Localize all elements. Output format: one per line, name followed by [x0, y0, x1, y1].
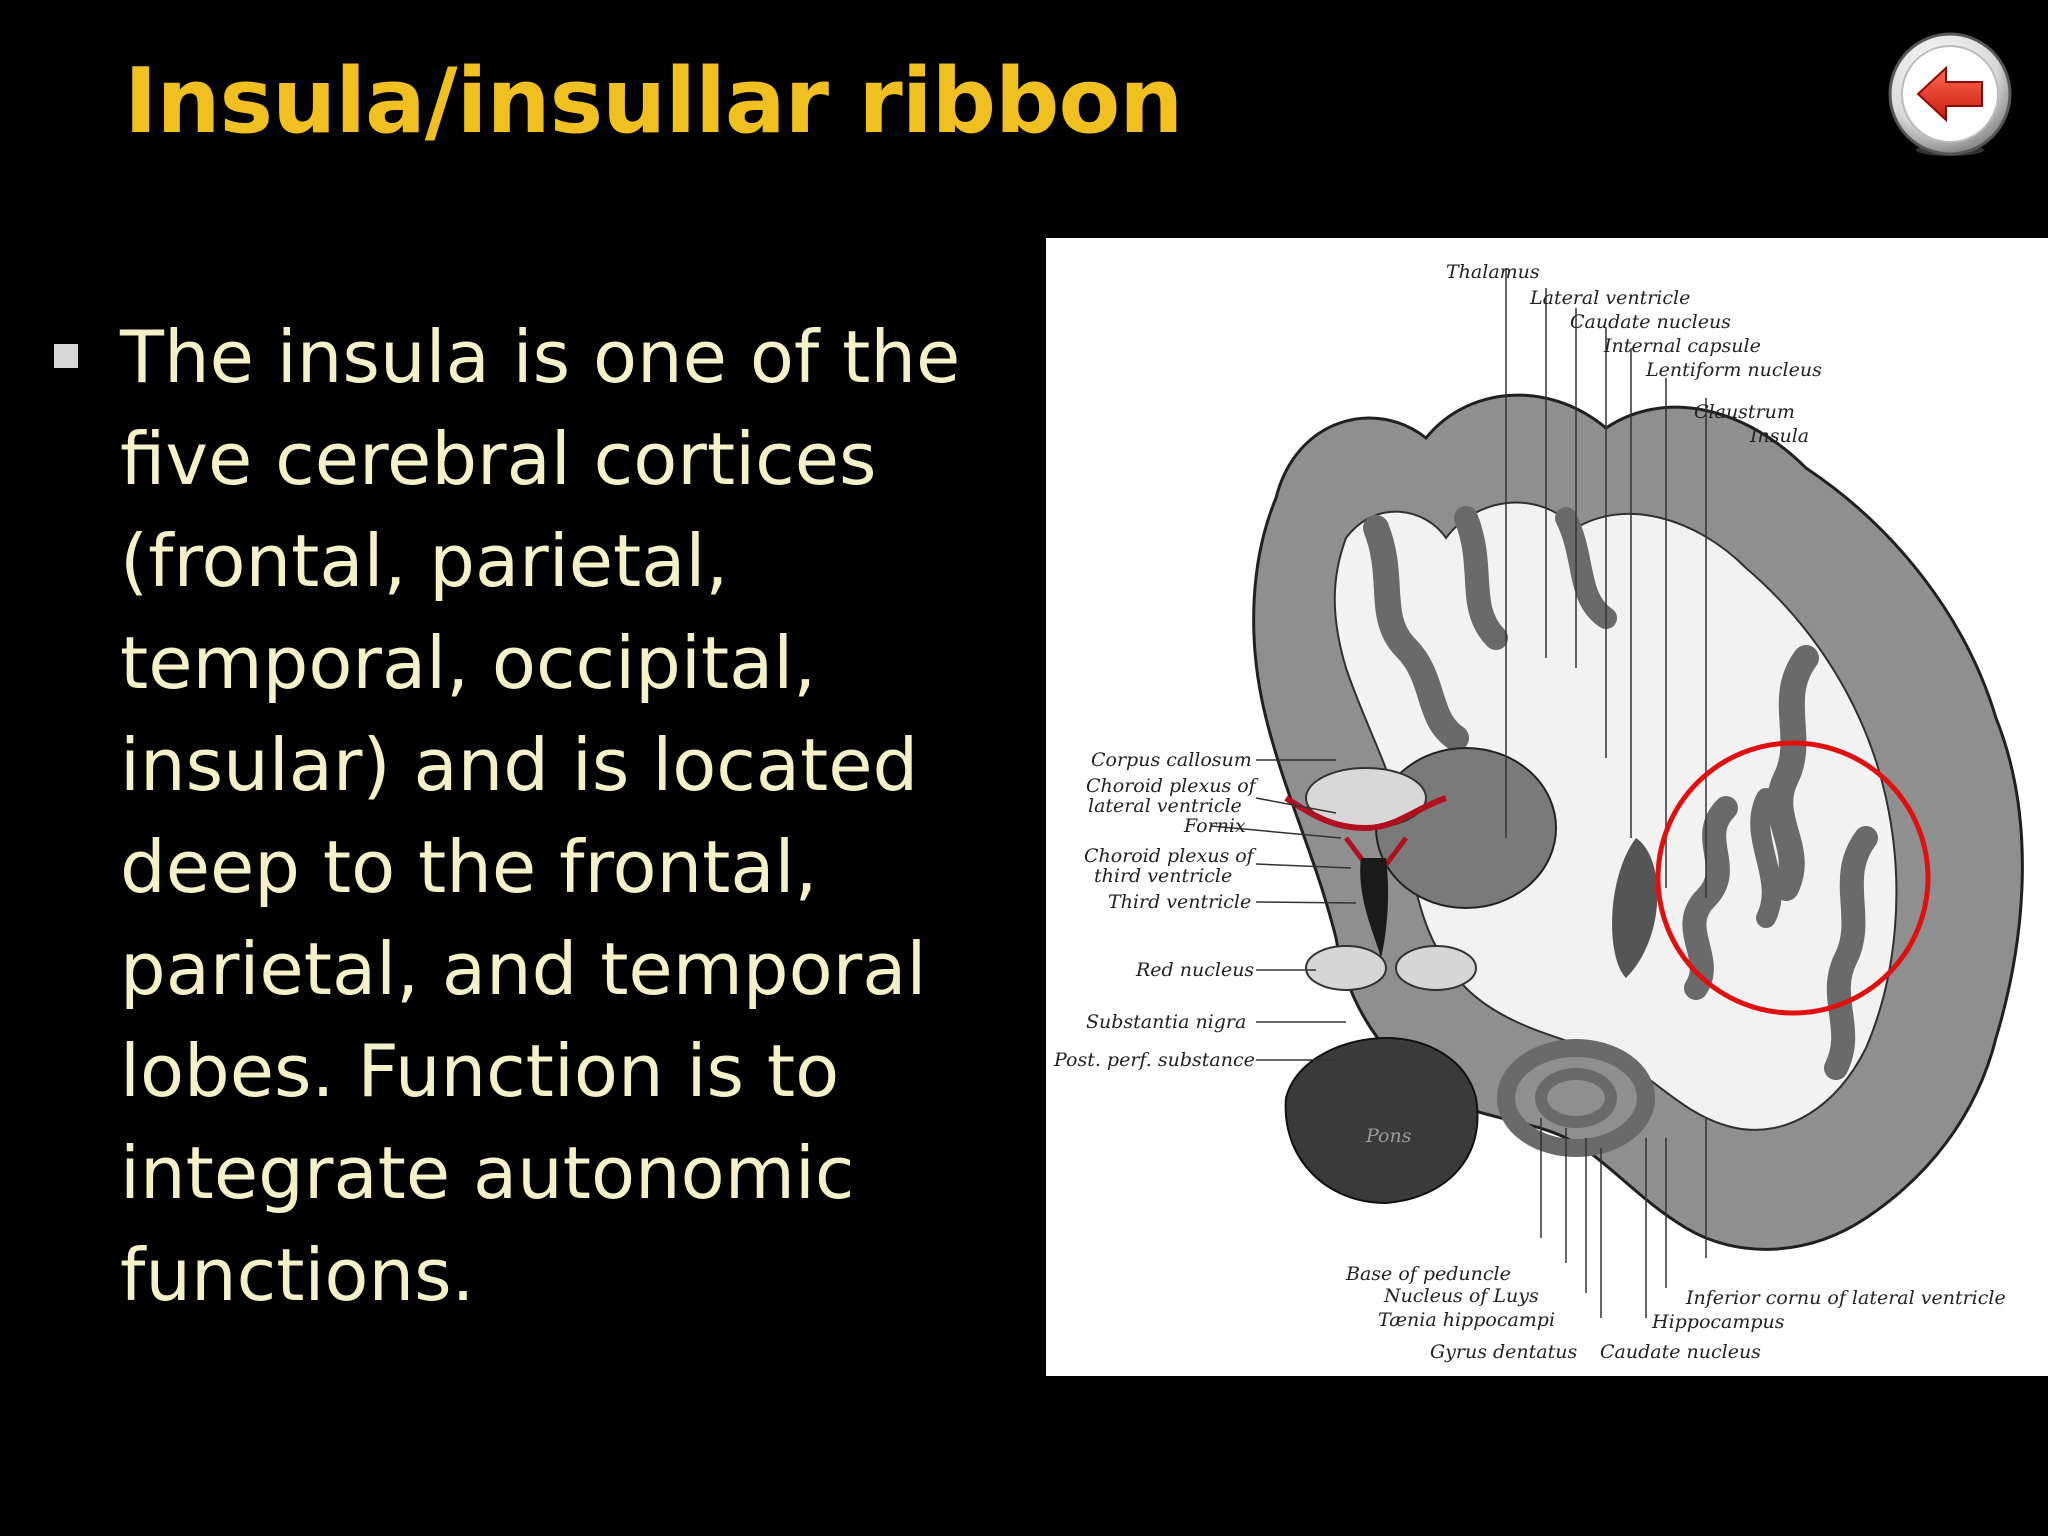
choroid-plexus: [1284, 795, 1447, 832]
insula-highlight-circle: [1655, 740, 1931, 1016]
label-post-perf-substance: Post. perf. substance: [1053, 1049, 1255, 1071]
label-hippocampus: Hippocampus: [1651, 1311, 1785, 1333]
label-taenia-hippocampi: Tænia hippocampi: [1378, 1309, 1555, 1331]
thalamus-shape: [1375, 747, 1557, 909]
label-corpus-callosum: Corpus callosum: [1091, 749, 1252, 771]
label-claustrum: Claustrum: [1694, 401, 1795, 423]
brain-diagram: Thalamus Lateral ventricle Caudate nucle…: [1053, 261, 2024, 1363]
label-choroid-lateral-2: lateral ventricle: [1088, 795, 1242, 817]
label-choroid-third-1: Choroid plexus of: [1084, 845, 1257, 867]
label-fornix: Fornix: [1183, 815, 1246, 837]
slide-title-text: Insula/insullar ribbon: [124, 49, 1183, 154]
label-gyrus-dentatus: Gyrus dentatus: [1430, 1341, 1577, 1363]
label-base-of-peduncle: Base of peduncle: [1345, 1263, 1511, 1285]
label-lentiform-nucleus: Lentiform nucleus: [1645, 359, 1822, 381]
label-caudate-nucleus-top: Caudate nucleus: [1570, 311, 1731, 333]
label-pons: Pons: [1365, 1125, 1412, 1147]
label-nucleus-of-luys: Nucleus of Luys: [1383, 1285, 1539, 1307]
pons-shape: [1284, 1036, 1479, 1205]
label-thalamus: Thalamus: [1446, 261, 1540, 283]
back-button[interactable]: [1884, 30, 2016, 162]
label-caudate-nucleus-bottom: Caudate nucleus: [1600, 1341, 1761, 1363]
label-red-nucleus: Red nucleus: [1135, 959, 1254, 981]
label-internal-capsule: Internal capsule: [1603, 335, 1761, 357]
label-lateral-ventricle: Lateral ventricle: [1529, 287, 1690, 309]
label-choroid-third-2: third ventricle: [1094, 865, 1232, 887]
label-inferior-cornu: Inferior cornu of lateral ventricle: [1685, 1287, 2006, 1309]
body-paragraph: The insula is one of the five cerebral c…: [120, 306, 1000, 1326]
body-text: The insula is one of the five cerebral c…: [120, 315, 961, 1317]
label-insula: Insula: [1749, 425, 1809, 447]
label-choroid-lateral-1: Choroid plexus of: [1086, 775, 1259, 797]
back-arrow-icon: [1888, 32, 2012, 156]
label-substantia-nigra: Substantia nigra: [1086, 1011, 1246, 1033]
label-third-ventricle: Third ventricle: [1108, 891, 1251, 913]
square-bullet-icon: [54, 344, 78, 368]
slide-title: Insula/insullar ribbon: [124, 49, 1183, 154]
brain-coronal-section-figure: Thalamus Lateral ventricle Caudate nucle…: [1046, 238, 2048, 1376]
